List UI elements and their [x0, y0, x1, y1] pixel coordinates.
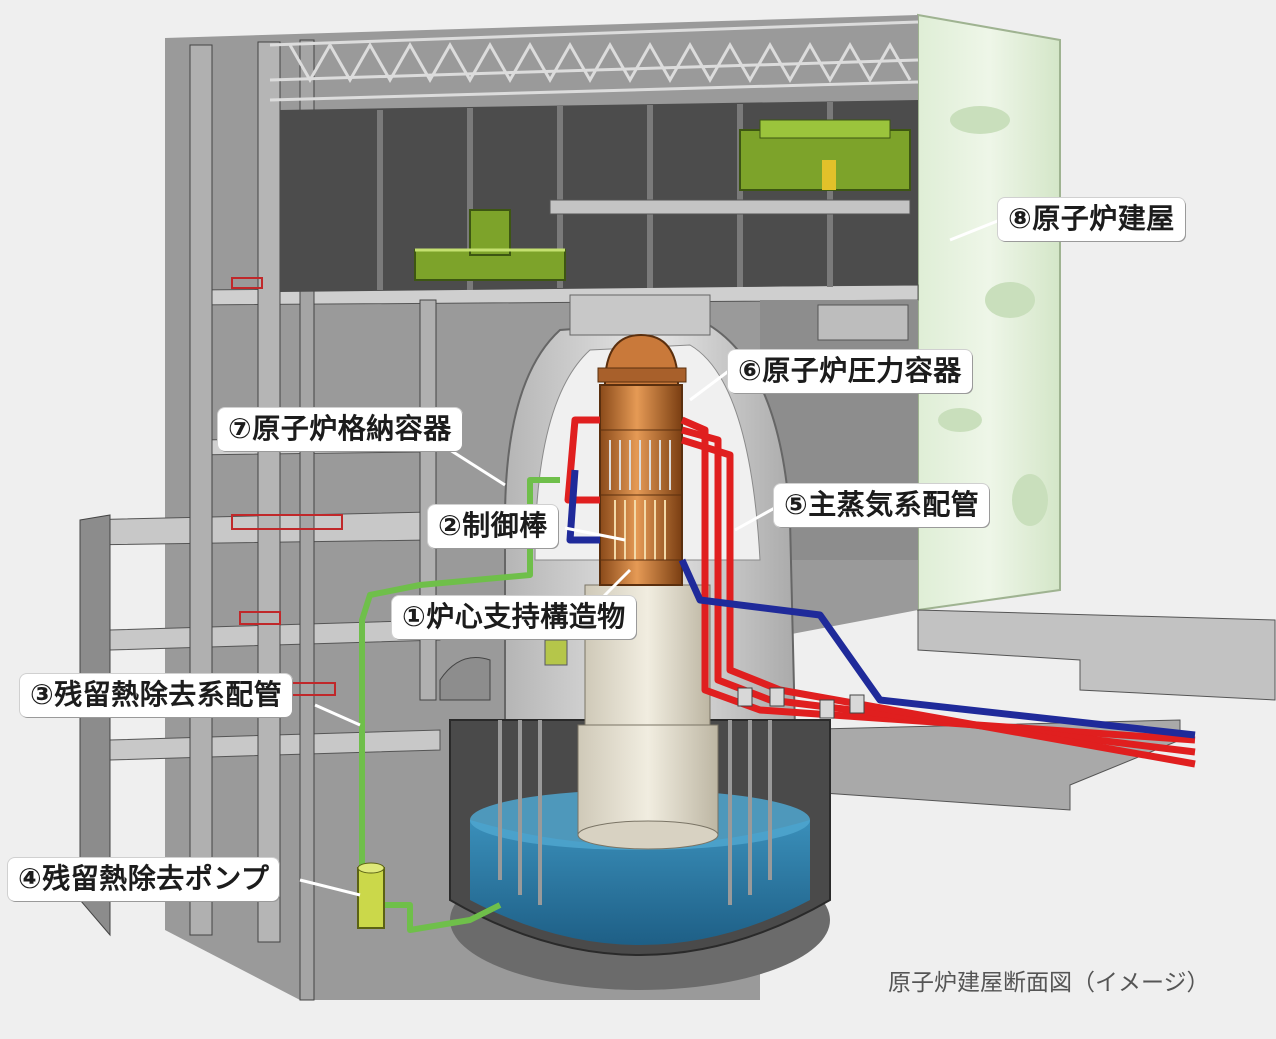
rhr-piping — [359, 477, 560, 933]
reactor-building-wall — [917, 13, 1061, 612]
overhead-crane — [549, 119, 911, 215]
figure-caption: 原子炉建屋断面図（イメージ） — [888, 970, 1210, 996]
control-rods — [614, 500, 666, 560]
label-reactor-building: ⑧原子炉建屋 — [998, 198, 1185, 241]
feedwater-piping — [566, 469, 1196, 739]
label-rhr-pump: ④残留熱除去ポンプ — [8, 858, 280, 901]
label-control-rod: ②制御棒 — [428, 505, 558, 548]
rhr-pump — [357, 862, 385, 929]
reactor-pressure-vessel — [597, 333, 687, 586]
fuel-handling-machine — [414, 209, 566, 281]
leader-lines — [299, 218, 1001, 897]
steam-valves — [737, 687, 865, 719]
label-reactor-pressure-vessel: ⑥原子炉圧力容器 — [728, 350, 972, 393]
suppression-pool — [439, 657, 831, 990]
label-main-steam-piping: ⑤主蒸気系配管 — [774, 484, 990, 527]
label-core-support-structure: ①炉心支持構造物 — [392, 596, 636, 639]
label-primary-containment-vessel: ⑦原子炉格納容器 — [218, 408, 462, 451]
main-steam-piping — [564, 416, 1196, 768]
label-rhr-piping: ③残留熱除去系配管 — [20, 674, 293, 717]
